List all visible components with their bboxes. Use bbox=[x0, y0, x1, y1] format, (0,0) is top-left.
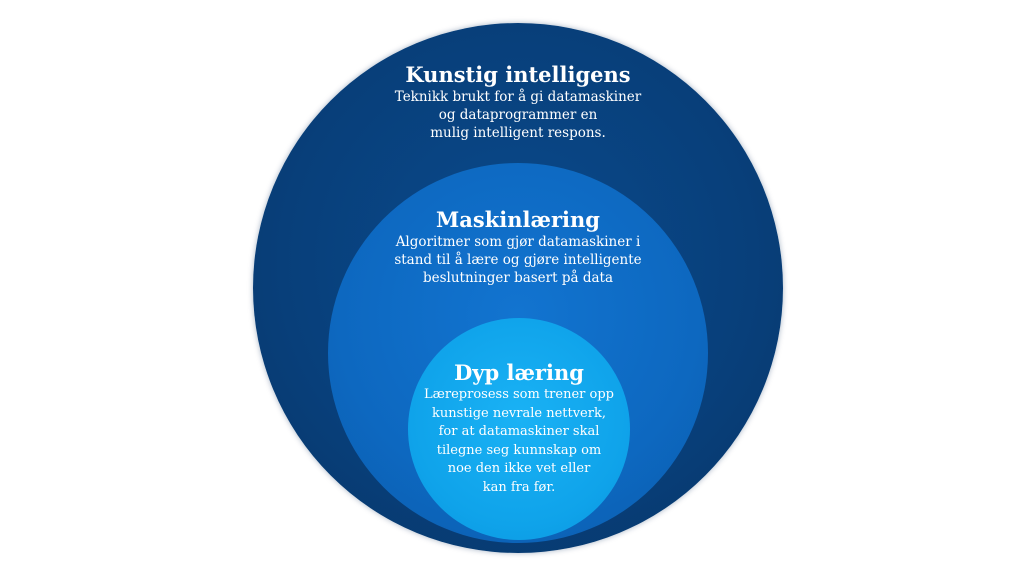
circle-dyp-laering bbox=[408, 318, 630, 540]
inner-description: Læreprosess som trener opp kunstige nevr… bbox=[424, 387, 614, 495]
outer-title: Kunstig intelligens bbox=[405, 62, 631, 87]
middle-description: Algoritmer som gjør datamaskiner i stand… bbox=[394, 234, 642, 286]
middle-label: Maskinlæring Algoritmer som gjør datamas… bbox=[378, 207, 658, 287]
outer-label: Kunstig intelligens Teknikk brukt for å … bbox=[358, 62, 678, 142]
inner-label: Dyp læring Læreprosess som trener opp ku… bbox=[410, 360, 628, 497]
outer-description: Teknikk brukt for å gi datamaskiner og d… bbox=[394, 89, 642, 141]
middle-title: Maskinlæring bbox=[436, 207, 600, 232]
inner-title: Dyp læring bbox=[454, 360, 584, 385]
